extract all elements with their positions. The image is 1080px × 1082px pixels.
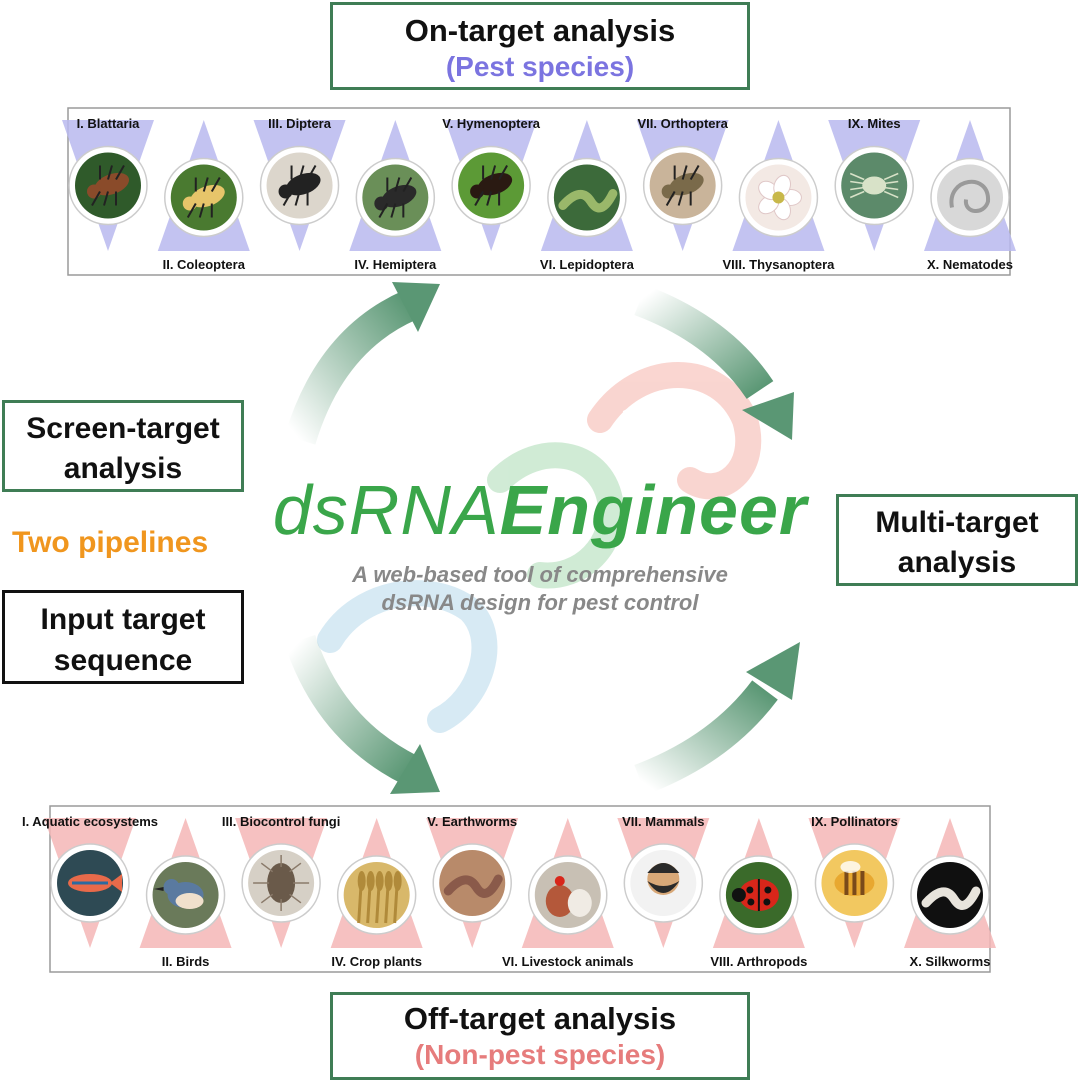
pest-species-label: II. Coleoptera — [163, 257, 246, 272]
input-target-box: Input target sequence — [2, 590, 244, 684]
nonpest-species-label: VIII. Arthropods — [710, 954, 807, 969]
pest-species-label: VIII. Thysanoptera — [722, 257, 835, 272]
nonpest-fungus-icon — [241, 843, 321, 923]
pest-species-label: IV. Hemiptera — [354, 257, 437, 272]
pest-nematode-icon — [930, 157, 1010, 238]
pest-species-label: I. Blattaria — [77, 116, 141, 131]
nonpest-species-label: I. Aquatic ecosystems — [22, 814, 158, 829]
multi-target-line2: analysis — [897, 546, 1017, 579]
arrow-to-off-target — [284, 634, 440, 794]
off-target-title: Off-target analysis — [403, 1001, 677, 1036]
pest-species-label: III. Diptera — [268, 116, 332, 131]
nonpest-bee-icon — [814, 843, 895, 923]
arrow-from-off-target — [634, 642, 800, 795]
pest-fly-icon — [259, 145, 340, 226]
on-target-box: On-target analysis (Pest species) — [330, 2, 750, 90]
dsrnaengineer-logo: dsRNAEngineer — [0, 470, 1080, 550]
tagline-line2: dsRNA design for pest control — [381, 590, 699, 615]
input-target-line2: sequence — [53, 644, 193, 677]
arrow-to-multi-target — [634, 285, 794, 440]
nonpest-species-label: VI. Livestock animals — [502, 954, 634, 969]
pest-species-label: X. Nematodes — [927, 257, 1013, 272]
pest-ant-icon — [451, 145, 531, 226]
pest-flower-thrips-icon — [738, 157, 819, 238]
two-pipelines-label: Two pipelines — [12, 526, 209, 559]
nonpest-wheat-icon — [336, 855, 417, 935]
pest-species-label: VI. Lepidoptera — [540, 257, 635, 272]
nonpest-ladybug-icon — [719, 855, 799, 935]
on-target-subtitle: (Pest species) — [445, 51, 635, 82]
nonpest-species-label: X. Silkworms — [910, 954, 991, 969]
nonpest-species-label: VII. Mammals — [622, 814, 704, 829]
nonpest-species-label: III. Biocontrol fungi — [222, 814, 340, 829]
multi-target-box: Multi-target analysis — [836, 494, 1078, 586]
nonpest-bird-icon — [145, 855, 226, 935]
pest-mite-icon — [834, 145, 914, 226]
pest-species-label: VII. Orthoptera — [638, 116, 729, 131]
screen-target-line1: Screen-target — [26, 412, 220, 445]
logo-part-dsrna: dsRNA — [272, 471, 500, 549]
nonpest-species-label: II. Birds — [162, 954, 210, 969]
pest-species-label: V. Hymenoptera — [442, 116, 541, 131]
pest-species-label: IX. Mites — [848, 116, 901, 131]
input-target-line1: Input target — [40, 603, 206, 636]
nonpest-fish-icon — [50, 843, 130, 923]
nonpest-chicken-icon — [528, 855, 608, 935]
pest-beetle-icon — [164, 157, 244, 238]
pest-caterpillar-icon — [547, 157, 627, 238]
screen-target-line2: analysis — [63, 452, 183, 485]
nonpest-species-label: IV. Crop plants — [331, 954, 422, 969]
pest-aphid-icon — [355, 157, 436, 238]
pest-cockroach-icon — [68, 145, 148, 226]
on-target-title: On-target analysis — [404, 13, 676, 48]
logo-part-engineer: Engineer — [499, 471, 808, 549]
tagline-line1: A web-based tool of comprehensive — [352, 562, 728, 587]
screen-target-box: Screen-target analysis — [2, 400, 244, 492]
off-target-box: Off-target analysis (Non-pest species) — [330, 992, 750, 1080]
nonpest-species-label: V. Earthworms — [427, 814, 517, 829]
nonpest-silkworm-icon — [910, 855, 990, 935]
nonpest-species-label: IX. Pollinators — [811, 814, 898, 829]
nonpest-earthworm-icon — [432, 843, 512, 923]
pest-grasshopper-icon — [642, 145, 723, 226]
off-target-subtitle: (Non-pest species) — [414, 1039, 666, 1070]
arrow-to-on-target — [284, 282, 440, 445]
nonpest-human-icon — [623, 843, 704, 923]
dna-helix-icon — [317, 362, 762, 733]
multi-target-line1: Multi-target — [875, 506, 1039, 539]
